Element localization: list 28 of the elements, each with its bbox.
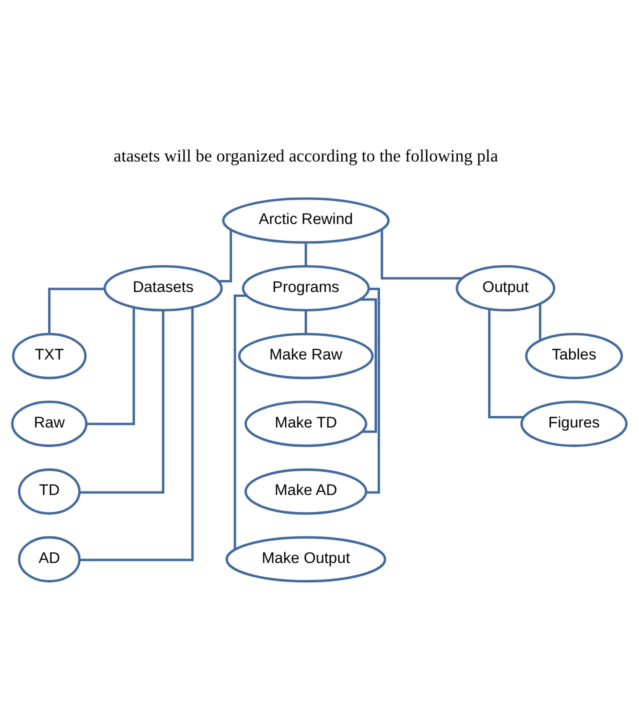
connector — [79, 306, 194, 561]
connector — [304, 310, 308, 334]
node-ellipse: TXT — [12, 332, 87, 379]
node-ellipse: Programs — [242, 264, 370, 311]
node-ellipse: Tables — [525, 332, 623, 379]
node-ellipse: Make Output — [226, 536, 386, 582]
node-ellipse: Make Raw — [238, 332, 374, 379]
label: atasets will be organized according to the following pla — [114, 146, 498, 165]
node-ellipse: AD — [18, 536, 81, 582]
node-ellipse: Figures — [520, 400, 628, 446]
connector — [366, 287, 380, 494]
connector — [360, 298, 377, 432]
connector — [48, 287, 104, 334]
connector — [234, 294, 247, 550]
connector — [488, 308, 524, 418]
node-ellipse: Make TD — [244, 400, 368, 446]
connector — [86, 306, 135, 425]
node-ellipse: TD — [18, 468, 81, 514]
node-ellipse: Datasets — [103, 264, 223, 311]
connector — [80, 310, 164, 494]
node-ellipse: Arctic Rewind — [222, 196, 390, 244]
connector — [380, 228, 462, 279]
node-ellipse: Output — [456, 264, 556, 311]
node-ellipse: Raw — [11, 400, 88, 446]
connector — [304, 242, 308, 266]
node-ellipse: Make AD — [244, 468, 368, 514]
connector — [538, 303, 542, 340]
connector — [218, 229, 232, 282]
